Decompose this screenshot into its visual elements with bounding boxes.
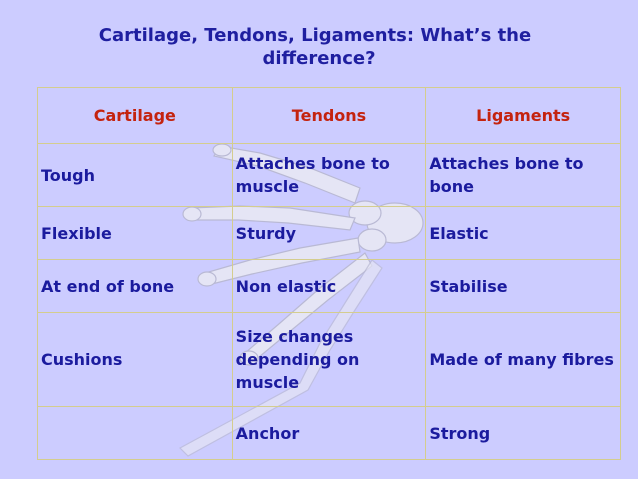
- table-cell: Cushions: [37, 312, 233, 407]
- comparison-table: Cartilage Tendons Ligaments Tough Attach…: [37, 87, 621, 460]
- header-ligaments: Ligaments: [425, 87, 621, 144]
- title-line-1: Cartilage, Tendons, Ligaments: What’s th…: [98, 25, 532, 46]
- table-header-row: Cartilage Tendons Ligaments: [37, 87, 621, 144]
- table-row: Tough Attaches bone to muscle Attaches b…: [37, 143, 621, 207]
- table-cell: Stabilise: [425, 259, 621, 313]
- table-cell: Tough: [37, 143, 233, 207]
- table-cell: Attaches bone to bone: [425, 143, 621, 207]
- table-row: At end of bone Non elastic Stabilise: [37, 259, 621, 313]
- table-row: Cushions Size changes depending on muscl…: [37, 312, 621, 407]
- table-cell: Elastic: [425, 206, 621, 260]
- slide-title: Cartilage, Tendons, Ligaments: What’s th…: [0, 24, 638, 70]
- table-row: Anchor Strong: [37, 406, 621, 460]
- table-cell: Sturdy: [231, 206, 427, 260]
- table-row: Flexible Sturdy Elastic: [37, 206, 621, 260]
- title-line-2: difference?: [262, 48, 376, 69]
- table-cell: Flexible: [37, 206, 233, 260]
- table-cell: Anchor: [231, 406, 427, 460]
- table-cell: [37, 406, 233, 460]
- header-tendons: Tendons: [231, 87, 427, 144]
- table-cell: Made of many fibres: [425, 312, 621, 407]
- table-cell: Size changes depending on muscle: [231, 312, 427, 407]
- header-cartilage: Cartilage: [37, 87, 233, 144]
- table-cell: At end of bone: [37, 259, 233, 313]
- table-cell: Non elastic: [231, 259, 427, 313]
- table-cell: Strong: [425, 406, 621, 460]
- table-cell: Attaches bone to muscle: [231, 143, 427, 207]
